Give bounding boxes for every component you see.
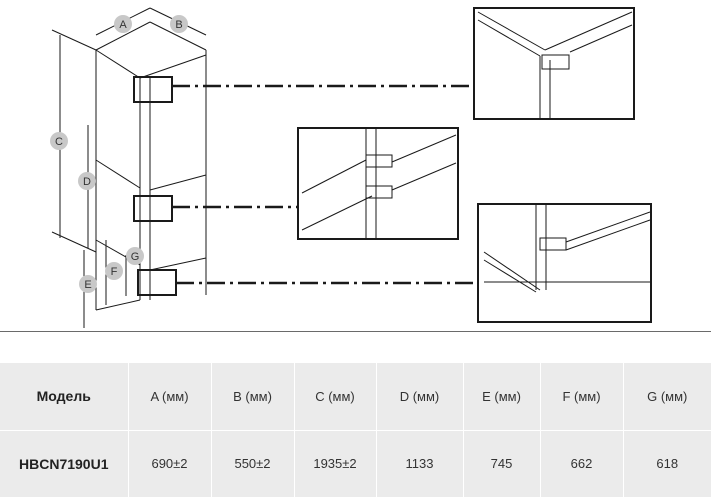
label-b: B bbox=[175, 19, 182, 31]
header-f: F (мм) bbox=[540, 363, 624, 431]
label-g: G bbox=[131, 251, 140, 263]
dimension-badges: A B C D E F G bbox=[50, 15, 188, 293]
header-c: C (мм) bbox=[294, 363, 377, 431]
table-row: HBCN7190U1 690±2 550±2 1935±2 1133 745 6… bbox=[0, 430, 711, 497]
value-g: 618 bbox=[656, 456, 679, 472]
table-header-row: Модель A (мм) B (мм) C (мм) D (мм) E (мм… bbox=[0, 363, 711, 431]
label-c: C bbox=[55, 136, 63, 148]
dimensions-table: Модель A (мм) B (мм) C (мм) D (мм) E (мм… bbox=[0, 363, 711, 497]
value-e: 745 bbox=[463, 430, 541, 497]
label-d: D bbox=[83, 176, 91, 188]
header-b: B (мм) bbox=[211, 363, 295, 431]
header-e: E (мм) bbox=[463, 363, 541, 431]
detail-view-3 bbox=[477, 203, 652, 323]
installation-diagram: A B C D E F G bbox=[0, 7, 711, 332]
label-f: F bbox=[111, 266, 118, 278]
leader-lines bbox=[172, 84, 478, 285]
fridge-outline bbox=[51, 7, 207, 328]
header-g: G (мм) bbox=[623, 363, 711, 431]
detail-view-2 bbox=[297, 127, 459, 240]
diagram-svg: A B C D E F G bbox=[50, 7, 652, 328]
value-b: 550±2 bbox=[211, 430, 295, 497]
label-e: E bbox=[84, 279, 91, 291]
badge-c bbox=[50, 132, 68, 150]
value-c: 1935±2 bbox=[294, 430, 377, 497]
header-a: A (мм) bbox=[128, 363, 212, 431]
value-d: 1133 bbox=[376, 430, 464, 497]
badge-g bbox=[126, 247, 144, 265]
badge-f bbox=[105, 262, 123, 280]
detail-view-1 bbox=[473, 7, 635, 120]
badge-e bbox=[79, 275, 97, 293]
label-a: A bbox=[119, 19, 127, 31]
header-d: D (мм) bbox=[376, 363, 464, 431]
badge-d bbox=[78, 172, 96, 190]
header-model: Модель bbox=[0, 363, 129, 431]
value-f: 662 bbox=[540, 430, 624, 497]
model-name: HBCN7190U1 bbox=[0, 430, 129, 497]
badge-a bbox=[114, 15, 132, 33]
badge-b bbox=[170, 15, 188, 33]
value-a: 690±2 bbox=[128, 430, 212, 497]
